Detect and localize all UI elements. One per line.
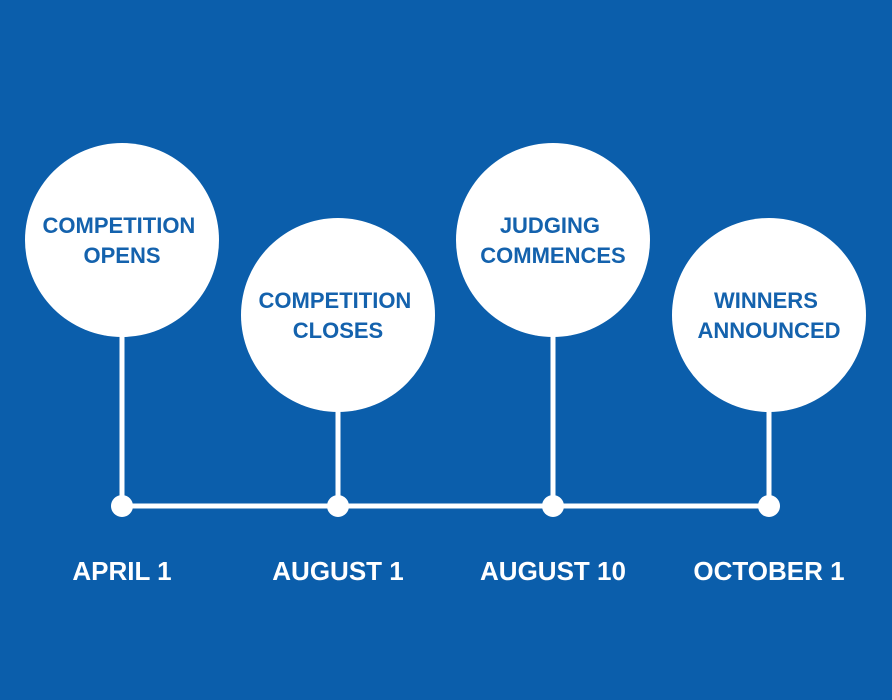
milestone-judging-commences: JUDGING COMMENCES AUGUST 10 [456,143,650,586]
milestone-title-line: WINNERS [714,288,818,313]
svg-text:COMPETITION OPENS: COMPETITION OPENS [43,213,202,268]
milestone-circle [456,143,650,337]
milestone-competition-closes: COMPETITION CLOSES AUGUST 1 [241,218,435,586]
milestone-title-line: COMPETITION [259,288,412,313]
milestone-date: AUGUST 10 [480,556,626,586]
milestone-date: APRIL 1 [72,556,171,586]
timeline-node [542,495,564,517]
milestone-title-line: CLOSES [293,318,383,343]
milestone-title-line: COMMENCES [480,243,625,268]
milestone-title-line: OPENS [83,243,160,268]
timeline-node [758,495,780,517]
svg-text:COMPETITION CLOSES: COMPETITION CLOSES [259,288,418,343]
milestone-date: AUGUST 1 [272,556,403,586]
milestone-date: OCTOBER 1 [693,556,844,586]
milestone-competition-opens: COMPETITION OPENS APRIL 1 [25,143,219,586]
milestone-title-line: ANNOUNCED [698,318,841,343]
timeline-node [327,495,349,517]
milestone-title-line: JUDGING [500,213,600,238]
svg-text:JUDGING COMMENCES: JUDGING COMMENCES [480,213,625,268]
milestone-winners-announced: WINNERS ANNOUNCED OCTOBER 1 [672,218,866,586]
svg-text:WINNERS ANNOUNCED: WINNERS ANNOUNCED [698,288,841,343]
milestone-circle [241,218,435,412]
timeline-node [111,495,133,517]
milestone-circle [25,143,219,337]
milestone-circle [672,218,866,412]
milestone-title-line: COMPETITION [43,213,196,238]
